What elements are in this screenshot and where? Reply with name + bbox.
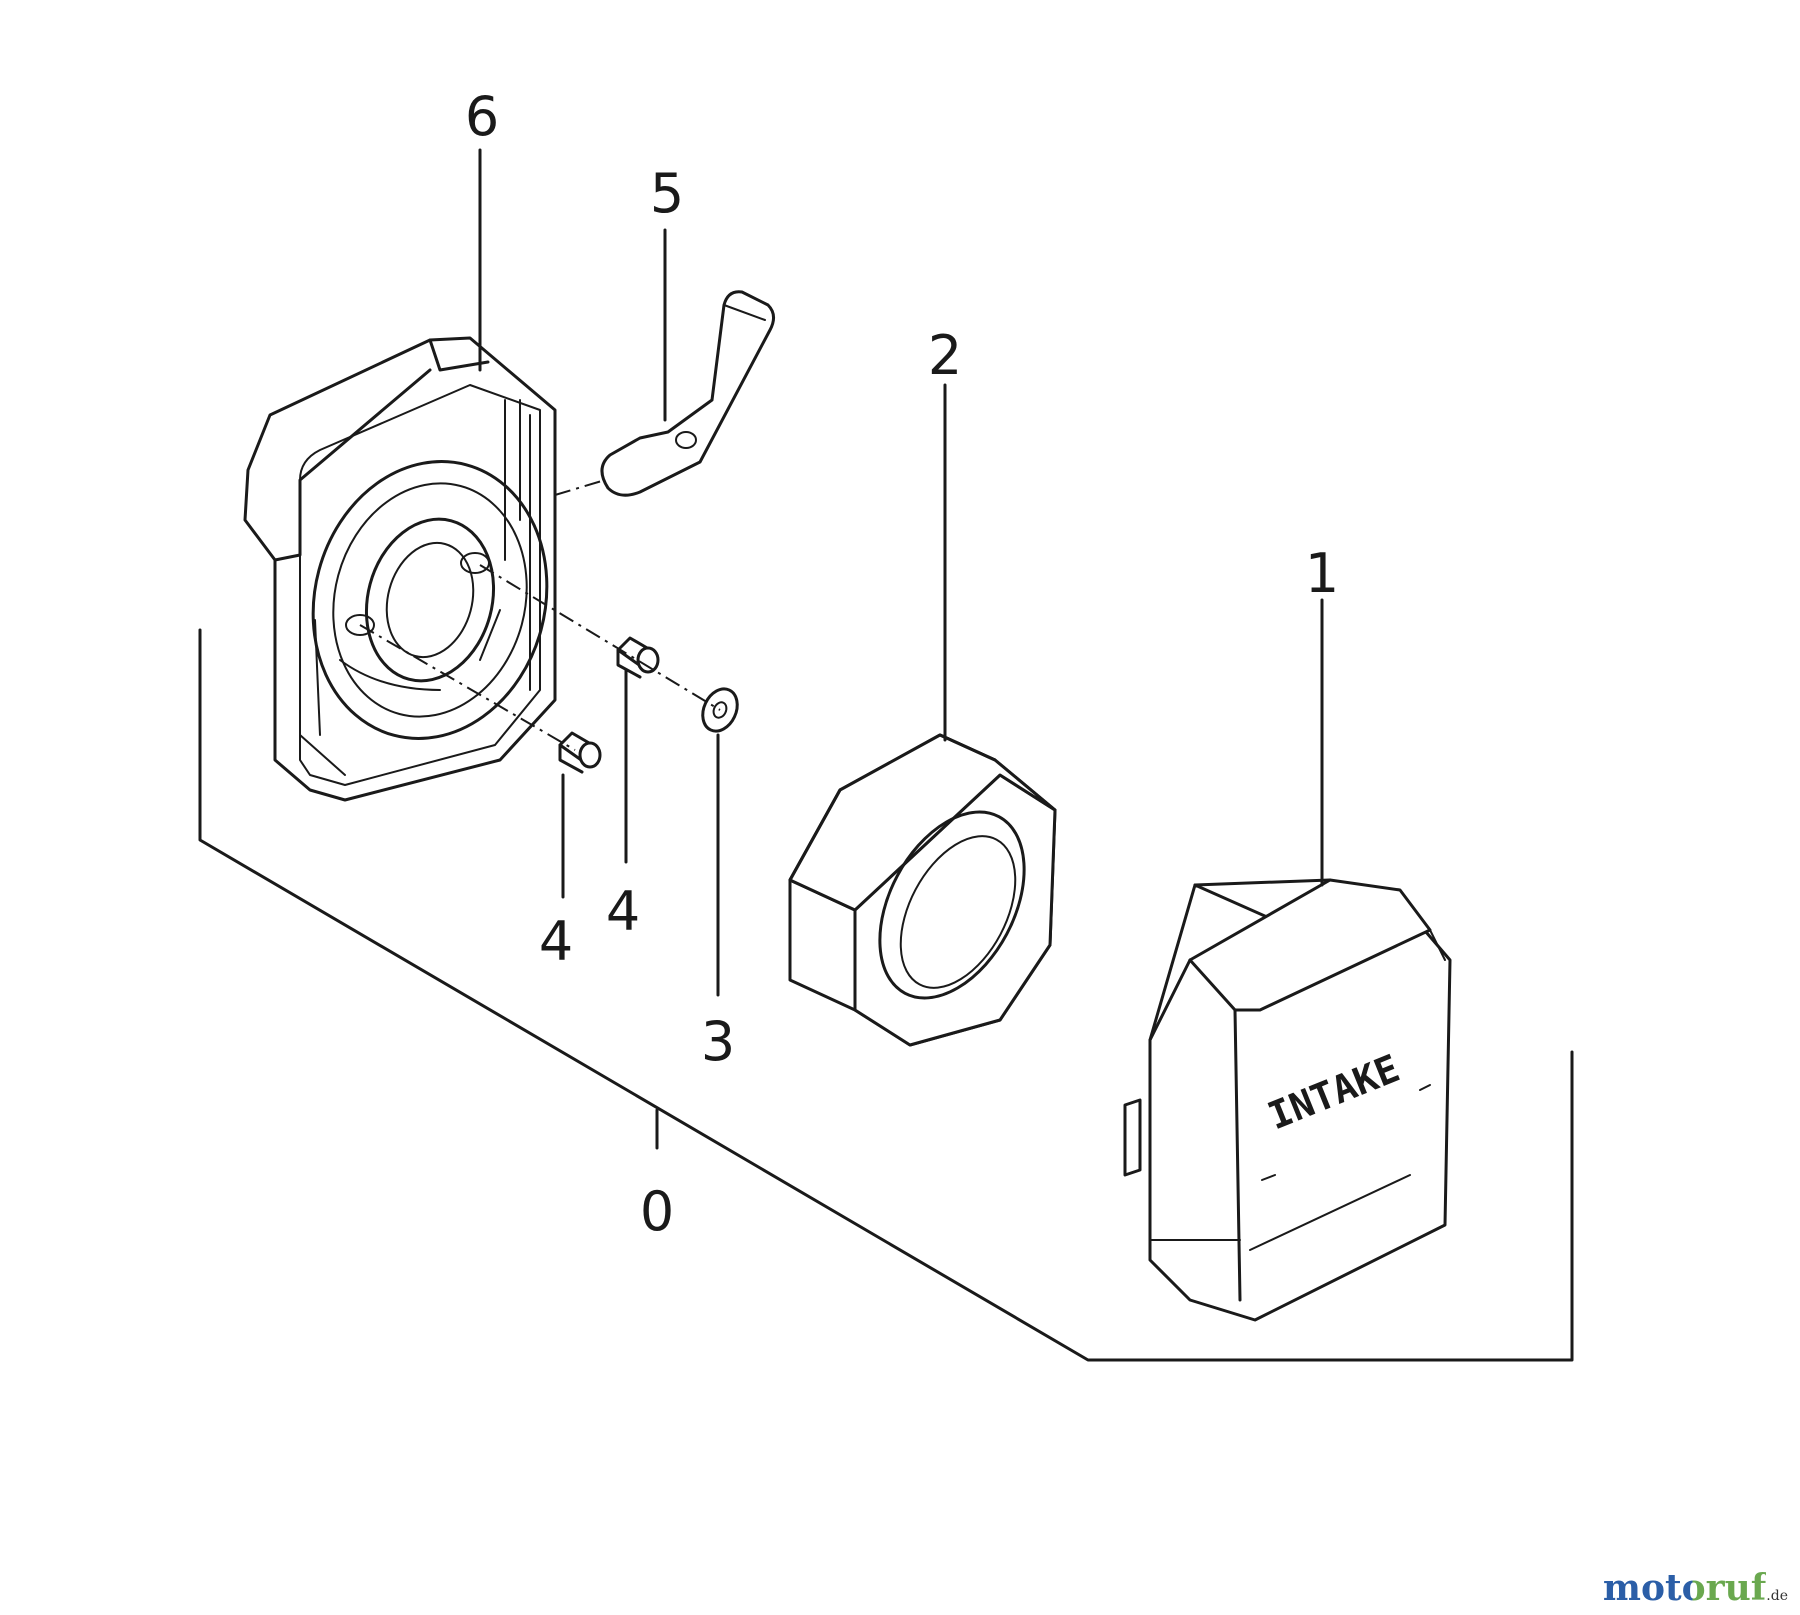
part-4-bushing-lower xyxy=(558,731,602,774)
callout-4-lower: 4 xyxy=(539,910,573,973)
callout-5: 5 xyxy=(650,162,684,225)
assembly-bracket xyxy=(198,628,1574,1362)
part-1-intake-cover: INTAKE xyxy=(1123,878,1452,1322)
part-5-lever xyxy=(600,290,775,497)
leader-lines xyxy=(478,148,1324,997)
axis-lines xyxy=(359,479,721,751)
callout-6: 6 xyxy=(465,85,499,148)
callout-3: 3 xyxy=(701,1010,735,1073)
watermark-logo: motoruf.de xyxy=(1603,1567,1788,1609)
callout-2: 2 xyxy=(928,324,962,387)
part-4-bushing-upper xyxy=(616,636,660,679)
callout-1: 1 xyxy=(1305,542,1339,605)
callout-4-upper: 4 xyxy=(606,880,640,943)
watermark-suffix: .de xyxy=(1766,1588,1788,1604)
part-6-housing xyxy=(243,336,557,802)
callout-0: 0 xyxy=(640,1180,674,1243)
watermark-text: motoruf xyxy=(1602,1567,1767,1609)
part-2-filter-element xyxy=(788,733,1057,1047)
